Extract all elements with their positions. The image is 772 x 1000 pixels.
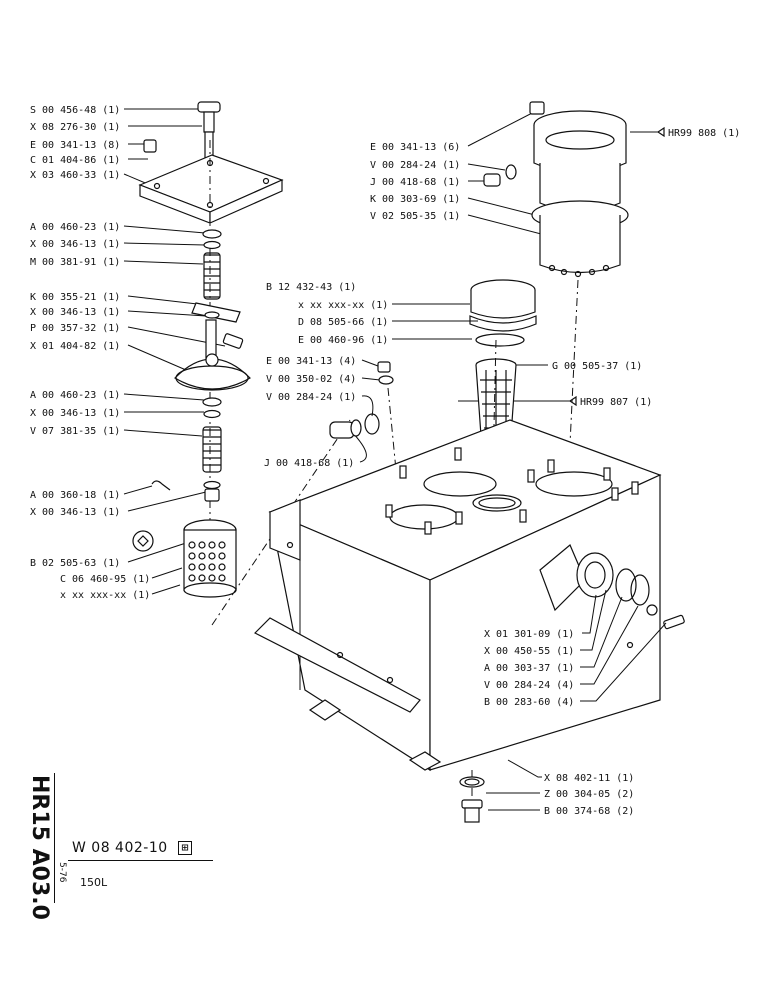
filter-housing xyxy=(483,101,629,486)
left-labels: S 00 456-48 (1) X 08 276-30 (1) E 00 341… xyxy=(30,105,150,601)
sheet-id: HR15 A03.0 xyxy=(27,775,52,920)
ref-hr99-808: HR99 808 (1) xyxy=(668,128,740,139)
label-b-3: B 00 374-68 (2) xyxy=(544,806,634,817)
ref-arrow-icon-2 xyxy=(568,395,577,407)
label-tr-1: E 00 341-13 (6) xyxy=(370,142,460,153)
top-right-leaders xyxy=(467,109,658,236)
bottom-labels: X 08 402-11 (1) Z 00 304-05 (2) B 00 374… xyxy=(544,773,634,817)
tank-side xyxy=(429,474,661,771)
center-left-labels: E 00 341-13 (4) V 00 350-02 (4) V 00 284… xyxy=(264,356,356,469)
ref-arrow-icon xyxy=(656,126,665,138)
label-cl-1: E 00 341-13 (4) xyxy=(266,356,356,367)
label-left-18: B 02 505-63 (1) xyxy=(30,558,120,569)
label-cl-3: V 00 284-24 (1) xyxy=(266,392,356,403)
label-b-2: Z 00 304-05 (2) xyxy=(544,789,634,800)
label-rb-5: B 00 283-60 (4) xyxy=(484,697,574,708)
rail-lower xyxy=(253,617,421,713)
sheet-id-block: HR15 A03.0 xyxy=(14,773,55,920)
label-rb-1: X 01 301-09 (1) xyxy=(484,629,574,640)
ref-hr99-807: HR99 807 (1) xyxy=(580,397,652,408)
label-left-13: A 00 460-23 (1) xyxy=(30,390,120,401)
breather-cap-assembly xyxy=(138,101,284,224)
label-left-2: X 08 276-30 (1) xyxy=(30,122,120,133)
strainer-basket xyxy=(132,419,351,626)
label-left-3: E 00 341-13 (8) xyxy=(30,140,120,151)
drain-plug xyxy=(459,776,485,823)
label-rb-4: V 00 284-24 (4) xyxy=(484,680,574,691)
middle-labels: B 12 432-43 (1) x xx xxx-xx (1) D 08 505… xyxy=(266,282,652,408)
label-left-9: K 00 355-21 (1) xyxy=(30,292,120,303)
label-left-14: X 00 346-13 (1) xyxy=(30,408,120,419)
tank xyxy=(253,419,685,772)
label-left-7: X 00 346-13 (1) xyxy=(30,239,120,250)
drawing-symbol: ⊞ xyxy=(178,841,192,855)
label-left-1: S 00 456-48 (1) xyxy=(30,105,120,116)
label-left-10: X 00 346-13 (1) xyxy=(30,307,120,318)
label-mid-1: B 12 432-43 (1) xyxy=(266,282,356,293)
label-left-5: X 03 460-33 (1) xyxy=(30,170,120,181)
label-g: G 00 505-37 (1) xyxy=(552,361,642,372)
strainer-mesh xyxy=(188,541,226,582)
center-small-parts xyxy=(329,361,397,471)
label-tr-3: J 00 418-68 (1) xyxy=(370,177,460,188)
title-underline xyxy=(68,838,213,861)
right-bottom-labels: X 01 301-09 (1) X 00 450-55 (1) A 00 303… xyxy=(484,629,574,708)
label-left-16: A 00 360-18 (1) xyxy=(30,490,120,501)
drawing-code: W 08 402-10 xyxy=(72,840,168,856)
label-mid-4: E 00 460-96 (1) xyxy=(298,335,388,346)
label-mid-3: D 08 505-66 (1) xyxy=(298,317,388,328)
label-left-11: P 00 357-32 (1) xyxy=(30,323,120,334)
right-bottom-leaders xyxy=(580,589,667,702)
label-left-15: V 07 381-35 (1) xyxy=(30,426,120,437)
label-mid-2: x xx xxx-xx (1) xyxy=(298,300,388,311)
label-cl-4: J 00 418-68 (1) xyxy=(264,458,354,469)
label-rb-2: X 00 450-55 (1) xyxy=(484,646,574,657)
label-left-20: x xx xxx-xx (1) xyxy=(60,590,150,601)
label-tr-2: V 00 284-24 (1) xyxy=(370,160,460,171)
label-rb-3: A 00 303-37 (1) xyxy=(484,663,574,674)
top-right-labels: E 00 341-13 (6) V 00 284-24 (1) J 00 418… xyxy=(370,126,740,222)
label-tr-4: K 00 303-69 (1) xyxy=(370,194,460,205)
drawing-caption: 150L xyxy=(80,876,108,889)
bottom-leaders xyxy=(471,759,542,811)
label-left-8: M 00 381-91 (1) xyxy=(30,257,120,268)
rail-upper xyxy=(269,499,301,561)
label-tr-5: V 02 505-35 (1) xyxy=(370,211,460,222)
valve-stack xyxy=(151,140,251,520)
label-left-6: A 00 460-23 (1) xyxy=(30,222,120,233)
label-left-17: X 00 346-13 (1) xyxy=(30,507,120,518)
label-cl-2: V 00 350-02 (4) xyxy=(266,374,356,385)
label-left-12: X 01 404-82 (1) xyxy=(30,341,120,352)
label-left-4: C 01 404-86 (1) xyxy=(30,155,120,166)
label-b-1: X 08 402-11 (1) xyxy=(544,773,634,784)
label-left-19: C 06 460-95 (1) xyxy=(60,574,150,585)
sheet-date: 5-76 xyxy=(57,862,67,883)
